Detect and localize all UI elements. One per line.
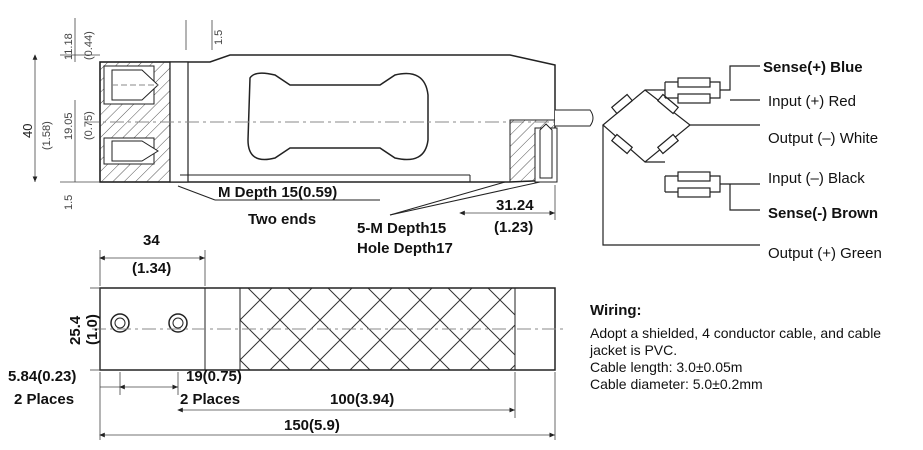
note-two-ends: Two ends — [248, 211, 316, 228]
dim-width-34: 34 — [143, 232, 160, 249]
dim-mid: 19.05 — [63, 112, 75, 140]
dim-inner: 100(3.94) — [330, 391, 394, 408]
dim-top-offset: 11.18 — [63, 33, 75, 60]
wiring-notes: Wiring: Adopt a shielded, 4 conductor ca… — [590, 302, 920, 393]
wire-label-4: Sense(-) Brown — [768, 205, 878, 222]
dim-right-offset: 31.24 — [496, 197, 534, 214]
wiring-line-3: Cable length: 3.0±0.05m — [590, 359, 743, 375]
wiring-title: Wiring: — [590, 302, 642, 319]
note-hole-depth: Hole Depth17 — [357, 240, 453, 257]
dim-edge: 5.84(0.23) — [8, 368, 76, 385]
dim-spacing-places: 2 Places — [180, 391, 240, 408]
dim-top-offset-in: (0.44) — [83, 31, 95, 60]
wire-label-2: Output (–) White — [768, 130, 878, 147]
note-m-depth: M Depth 15(0.59) — [218, 184, 337, 201]
dim-edge-places: 2 Places — [14, 391, 74, 408]
dim-right-offset-in: (1.23) — [494, 219, 533, 236]
wiring-line-1: Adopt a shielded, 4 conductor cable, and… — [590, 325, 882, 341]
wiring-line-2: jacket is PVC. — [590, 342, 678, 358]
note-five-m: 5-M Depth15 — [357, 220, 446, 237]
dim-width-34-in: (1.34) — [132, 260, 171, 277]
wire-label-3: Input (–) Black — [768, 170, 865, 187]
dim-height-254-in: (1.0) — [84, 314, 101, 345]
wire-label-1: Input (+) Red — [768, 93, 856, 110]
dim-slot: 1.5 — [213, 30, 225, 45]
dim-mid-in: (0.75) — [83, 111, 95, 140]
dim-height-254: 25.4 — [67, 315, 84, 345]
bottom-view — [90, 250, 565, 440]
dim-spacing: 19(0.75) — [186, 368, 242, 385]
dim-height: 40 — [20, 124, 35, 138]
wire-label-0: Sense(+) Blue — [763, 59, 863, 76]
bridge-diagram — [602, 65, 760, 246]
top-view — [32, 18, 594, 220]
dim-bottom-slot: 1.5 — [63, 195, 75, 210]
wiring-line-4: Cable diameter: 5.0±0.2mm — [590, 376, 763, 392]
dim-height-in: (1.58) — [41, 121, 53, 150]
wire-label-5: Output (+) Green — [768, 245, 882, 262]
dim-overall: 150(5.9) — [284, 417, 340, 434]
